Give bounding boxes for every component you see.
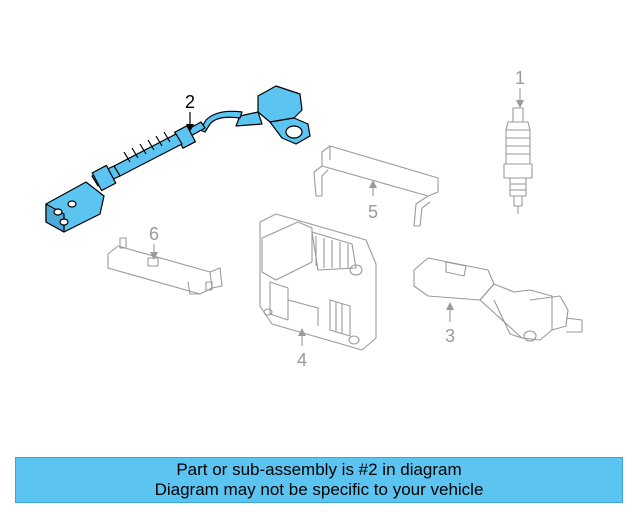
callout-3-label: 3 — [445, 326, 455, 346]
callout-1-label: 1 — [515, 68, 525, 88]
part-1-spark-plug[interactable] — [503, 107, 533, 214]
parts-diagram: 2 1 5 6 — [45, 68, 583, 370]
callout-5-arrowhead — [369, 180, 377, 188]
callout-1-arrowhead — [516, 100, 524, 108]
banner-line-2: Diagram may not be specific to your vehi… — [154, 480, 484, 499]
callout-2-arrowhead — [186, 124, 194, 132]
callout-2-label: 2 — [185, 92, 195, 112]
callout-6-arrowhead — [150, 252, 158, 260]
banner-line-1: Part or sub-assembly is #2 in diagram — [176, 460, 462, 479]
part-5-bracket[interactable] — [313, 145, 439, 227]
info-banner: Part or sub-assembly is #2 in diagram Di… — [15, 457, 623, 503]
callout-5-label: 5 — [368, 202, 378, 222]
callout-6-label: 6 — [149, 224, 159, 244]
part-2-sensor-harness[interactable] — [45, 85, 311, 233]
part-4-control-module[interactable] — [259, 213, 377, 351]
part-6-bracket[interactable] — [107, 237, 223, 295]
callout-4-arrowhead — [298, 328, 306, 336]
callout-3-arrowhead — [446, 302, 454, 310]
callout-4-label: 4 — [297, 350, 307, 370]
part-3-sensor[interactable] — [413, 257, 583, 342]
